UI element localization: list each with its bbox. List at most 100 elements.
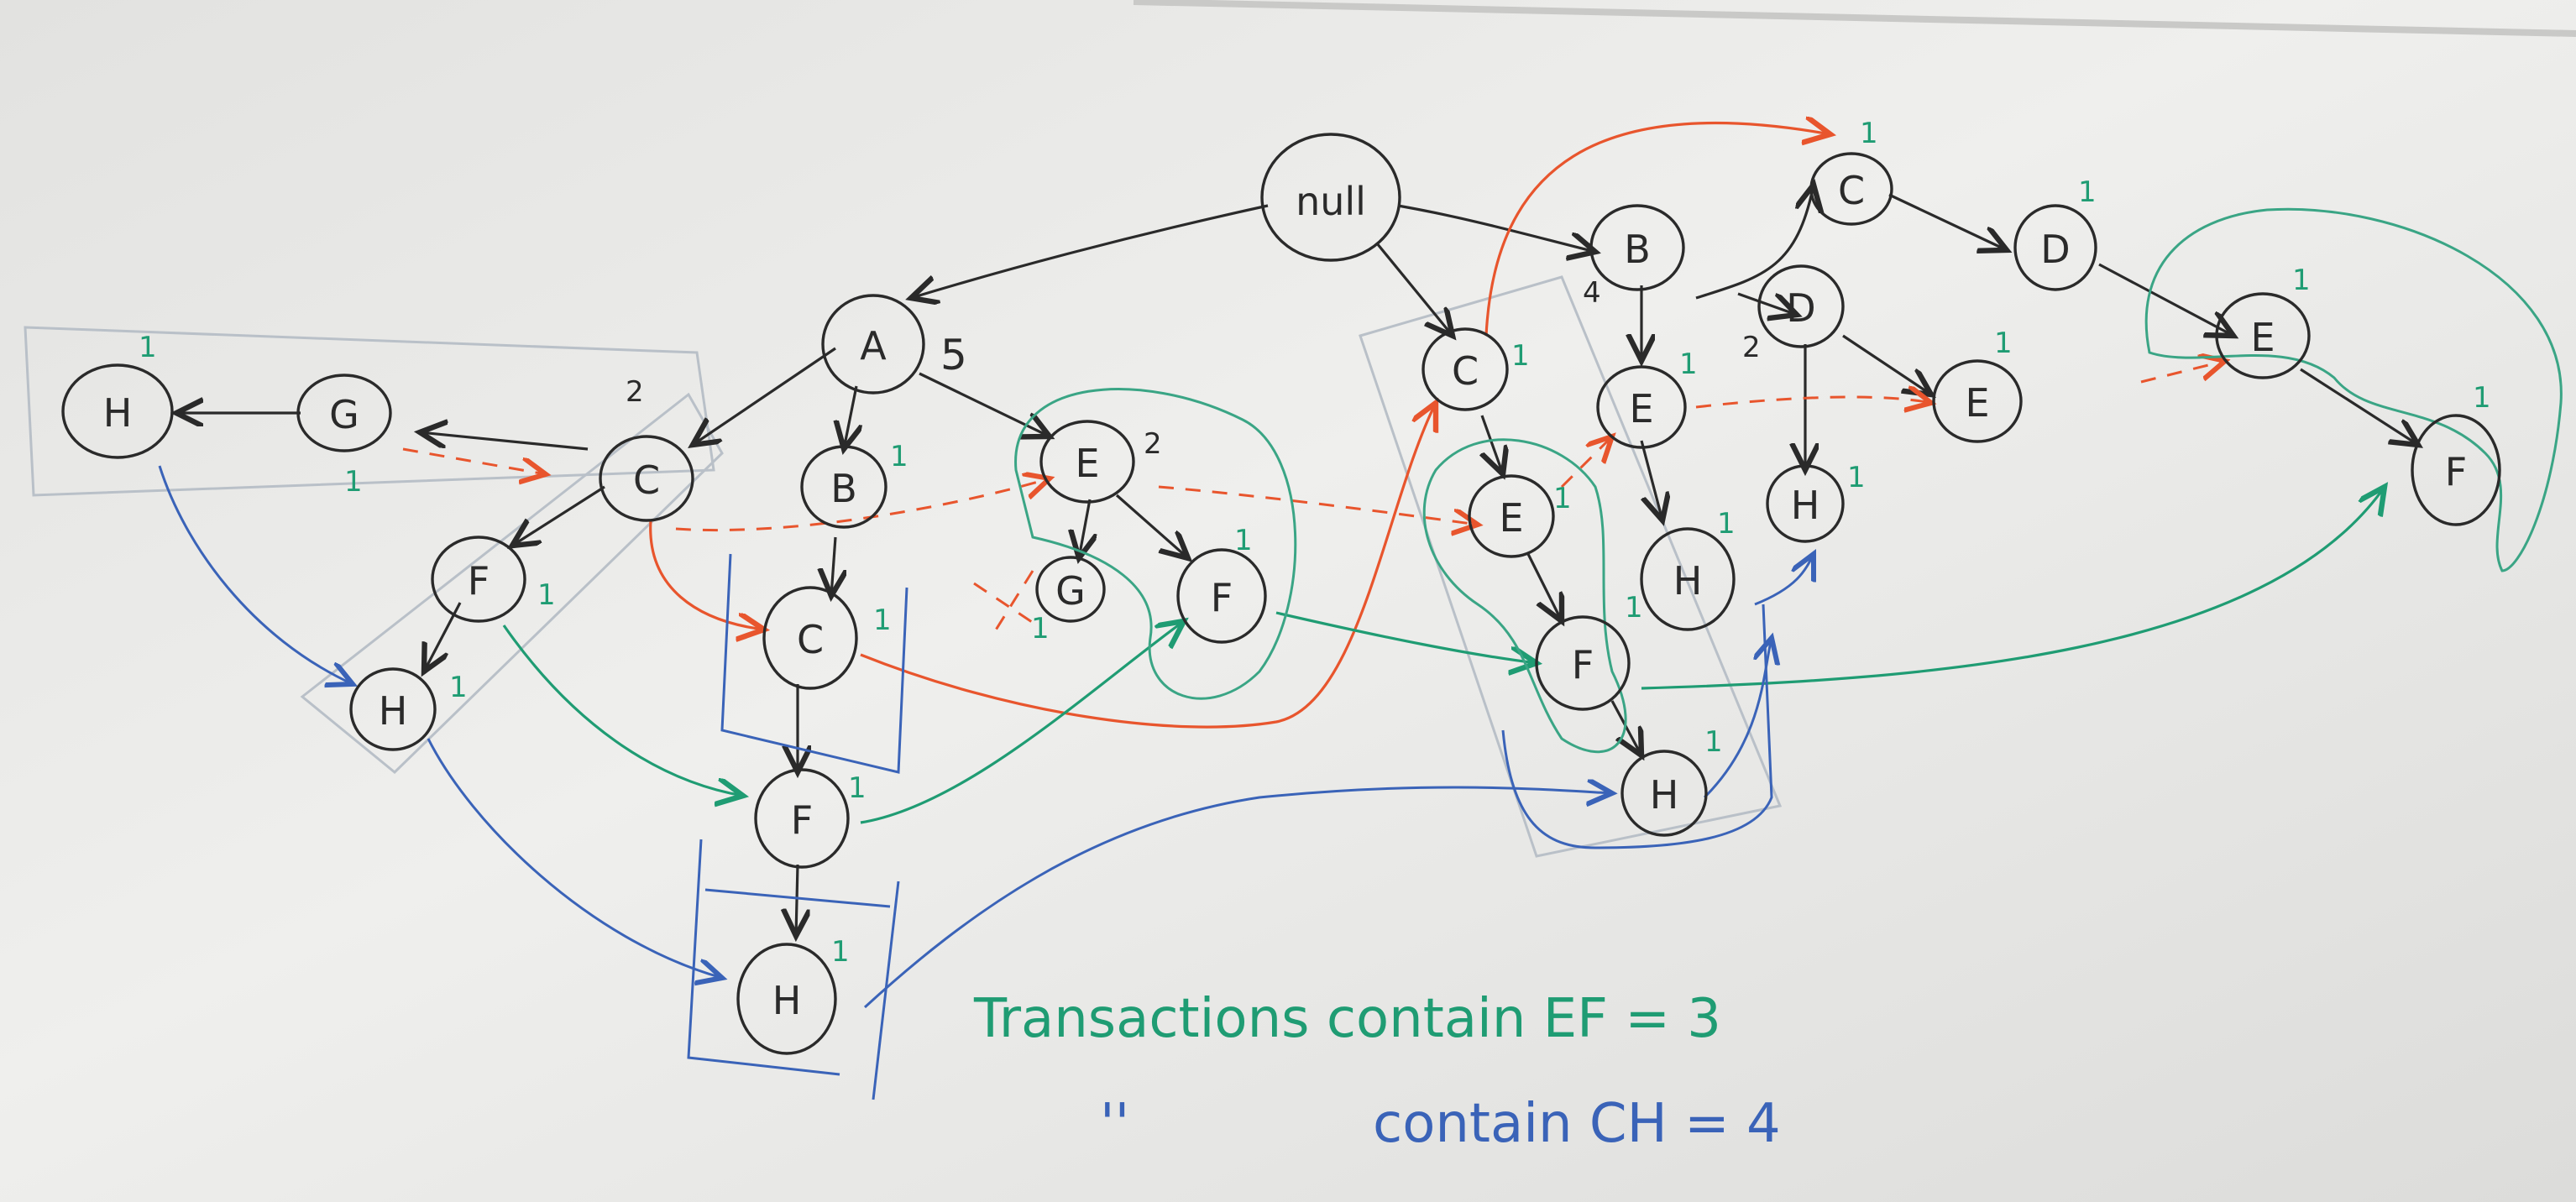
tree-edges	[176, 185, 2418, 936]
green-link-arrows	[502, 487, 2385, 824]
node-A-circle	[821, 294, 925, 395]
node-A_B_C_F-circle	[754, 768, 850, 869]
count-B_D: 2	[1742, 331, 1761, 364]
count-B: 4	[1583, 276, 1601, 310]
count-one: 1	[1553, 482, 1572, 515]
count-one: 1	[1704, 725, 1723, 759]
node-A_E_G-label: G	[1055, 568, 1086, 614]
caption-line-2: contain CH = 4	[1373, 1093, 1781, 1155]
count-A: 5	[940, 331, 967, 379]
node-root-circle	[1260, 133, 1401, 262]
count-one: 1	[537, 578, 556, 612]
node-A_C_G_H-circle	[61, 363, 174, 459]
node-B_E-label: E	[1629, 386, 1653, 431]
node-A_B-circle	[800, 445, 887, 529]
count-one: 1	[1625, 591, 1643, 625]
node-A_E_G-circle	[1035, 556, 1106, 623]
node-A-label: A	[860, 323, 887, 368]
count-one: 1	[139, 331, 157, 364]
node-A_C-circle	[599, 435, 694, 522]
node-C_E-label: E	[1499, 495, 1523, 541]
node-B_D-circle	[1757, 264, 1845, 348]
node-C-circle	[1422, 327, 1509, 411]
node-A_E-circle	[1039, 420, 1135, 504]
node-A_C_F_H-label: H	[379, 688, 408, 734]
count-one: 1	[1031, 612, 1050, 645]
node-C_E_F_H-circle	[1620, 750, 1708, 837]
count-one: 1	[1234, 524, 1253, 557]
node-A_B-label: B	[830, 466, 857, 511]
count-A_E: 2	[1144, 427, 1162, 461]
count-one: 1	[1994, 327, 2013, 360]
node-C_E_F_H-label: H	[1650, 772, 1679, 818]
node-B_D_H-circle	[1766, 464, 1845, 543]
count-one: 1	[2078, 175, 2097, 209]
node-B-circle	[1589, 204, 1685, 291]
node-A_E_F-label: F	[1211, 575, 1233, 620]
orange-dashed-links	[402, 361, 2225, 639]
node-B_D_E-label: E	[1965, 380, 1989, 426]
count-one: 1	[2473, 381, 2491, 415]
count-one: 1	[1847, 461, 1866, 494]
count-one: 1	[449, 671, 468, 704]
count-one: 1	[890, 440, 908, 473]
caption-line-1: Transactions contain EF = 3	[973, 988, 1721, 1050]
node-C_E_F-circle	[1535, 615, 1631, 711]
node-B_D_H-label: H	[1791, 483, 1820, 528]
count-one: 1	[831, 935, 850, 969]
orange-link-arrows	[649, 123, 1830, 729]
count-one: 1	[344, 465, 363, 499]
caption: Transactions contain EF = 3 '' contain C…	[973, 988, 1781, 1155]
blue-brackets	[687, 553, 1773, 1100]
node-C_E_F-label: F	[1572, 642, 1594, 687]
node-B_C-label: C	[1838, 168, 1865, 213]
count-one: 1	[1511, 339, 1530, 373]
count-one: 1	[873, 604, 892, 637]
caption-ditto-mark: ''	[1100, 1093, 1129, 1155]
node-A_B_C-circle	[762, 586, 858, 690]
node-A_B_C-label: C	[797, 617, 824, 662]
node-B_E-circle	[1596, 365, 1687, 449]
green-contours	[1014, 207, 2563, 754]
count-A_C: 2	[626, 375, 644, 409]
node-circles	[61, 133, 2501, 1055]
node-root-label: null	[1296, 179, 1366, 224]
node-A_C_G_H-label: H	[103, 390, 133, 436]
black-count-annotations: 5 2 2 4 2	[626, 276, 1761, 461]
node-A_E-label: E	[1075, 441, 1099, 486]
node-labels: null A B C F H C F H G H E G F C E F H B…	[103, 168, 2468, 1023]
count-one: 1	[1860, 117, 1878, 150]
count-one: 1	[1717, 507, 1736, 541]
green-count-annotations: 1 1 1 1 1 1 1 1 1 1 1 1 1 1 1 1 1 1 1 1 …	[139, 117, 2491, 969]
node-A_B_C_F_H-circle	[736, 943, 837, 1055]
node-B_E_H-label: H	[1673, 558, 1703, 604]
faint-region-outlines	[24, 275, 1783, 858]
node-B_C-circle	[1809, 152, 1893, 226]
count-one: 1	[848, 771, 867, 805]
node-B_C_D_E_F-circle	[2411, 414, 2501, 526]
node-C_E-circle	[1468, 474, 1555, 558]
node-B_D-label: D	[1786, 285, 1815, 331]
node-A_C_F-label: F	[468, 558, 490, 604]
node-C-label: C	[1452, 348, 1479, 394]
node-B-label: B	[1624, 227, 1651, 272]
node-A_C_F-circle	[431, 536, 526, 623]
node-B_C_D-label: D	[2040, 227, 2070, 272]
node-A_C-label: C	[633, 457, 660, 503]
node-B_C_D_E_F-label: F	[2445, 449, 2467, 494]
node-B_C_D-circle	[2013, 204, 2097, 291]
node-A_B_C_F-label: F	[791, 797, 813, 843]
board-top-edge	[1133, 0, 2576, 37]
node-A_C_G-circle	[296, 374, 392, 452]
node-A_E_F-circle	[1176, 548, 1267, 644]
node-A_C_F_H-circle	[349, 667, 437, 751]
blue-link-arrows	[158, 465, 1814, 1009]
node-B_E_H-circle	[1640, 527, 1736, 631]
node-B_C_D_E-label: E	[2250, 315, 2275, 360]
count-one: 1	[2292, 264, 2311, 297]
node-A_B_C_F_H-label: H	[772, 978, 802, 1023]
node-A_C_G-label: G	[329, 392, 359, 437]
count-one: 1	[1679, 348, 1698, 381]
